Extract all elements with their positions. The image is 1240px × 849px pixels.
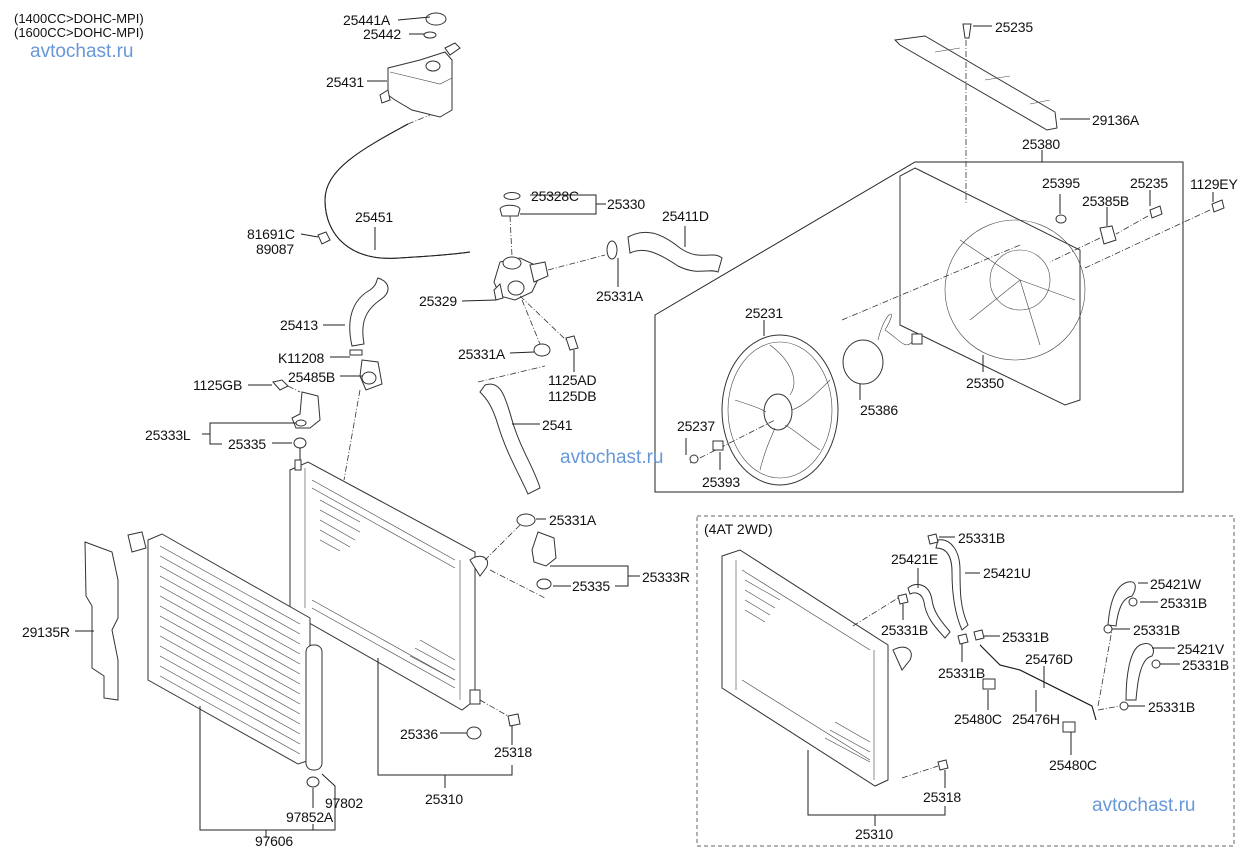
leader-lines bbox=[75, 16, 1214, 838]
label-1125DB[interactable]: 1125DB bbox=[548, 388, 597, 404]
label-25411D[interactable]: 25411D bbox=[662, 208, 709, 224]
insulator-plate-drawing bbox=[893, 35, 1058, 131]
label-25385B[interactable]: 25385B bbox=[1082, 193, 1130, 209]
label-25331A-lower[interactable]: 25331A bbox=[549, 512, 597, 528]
label-1125AD[interactable]: 1125AD bbox=[548, 372, 597, 388]
label-25441A[interactable]: 25441A bbox=[343, 12, 391, 28]
label-89087[interactable]: 89087 bbox=[256, 241, 294, 257]
engine-note-1600cc: (1600CC>DOHC-MPI) bbox=[14, 25, 144, 40]
label-25329[interactable]: 25329 bbox=[419, 293, 457, 309]
upper-hose-drawing bbox=[627, 231, 723, 273]
reservoir-tank-drawing bbox=[379, 12, 461, 118]
inset-hose-25421W bbox=[1107, 581, 1136, 627]
inset-label-25331B-2[interactable]: 25331B bbox=[881, 622, 929, 638]
label-25336[interactable]: 25336 bbox=[400, 726, 438, 742]
label-25380[interactable]: 25380 bbox=[1022, 136, 1060, 152]
inset-label-25480C-2[interactable]: 25480C bbox=[1049, 757, 1097, 773]
fan-motor-drawing bbox=[842, 313, 923, 385]
inset-label-25331B-3[interactable]: 25331B bbox=[1002, 629, 1050, 645]
condenser-drawing bbox=[127, 531, 323, 788]
fan-shroud-drawing bbox=[899, 167, 1086, 406]
label-25237[interactable]: 25237 bbox=[677, 418, 715, 434]
inset-hose-25421U bbox=[935, 539, 969, 631]
inset-label-25476H[interactable]: 25476H bbox=[1012, 711, 1060, 727]
inset-label-25331B-6[interactable]: 25331B bbox=[1133, 622, 1181, 638]
watermark-middle: avtochast.ru bbox=[560, 447, 664, 468]
label-25393[interactable]: 25393 bbox=[702, 474, 740, 490]
label-25330[interactable]: 25330 bbox=[607, 196, 645, 212]
label-25331A-middle[interactable]: 25331A bbox=[458, 346, 506, 362]
watermark-bottom: avtochast.ru bbox=[1092, 795, 1196, 816]
inset-label-25331B-8[interactable]: 25331B bbox=[1148, 699, 1196, 715]
label-25328C[interactable]: 25328C bbox=[531, 188, 579, 204]
label-25310-main[interactable]: 25310 bbox=[425, 791, 463, 807]
label-25451[interactable]: 25451 bbox=[355, 209, 393, 225]
main-radiator-drawing bbox=[289, 459, 488, 711]
inset-label-25421W[interactable]: 25421W bbox=[1150, 576, 1201, 592]
inset-radiator-drawing bbox=[721, 549, 912, 787]
label-25395[interactable]: 25395 bbox=[1042, 175, 1080, 191]
hose-25413-drawing bbox=[349, 277, 389, 347]
label-25333L[interactable]: 25333L bbox=[145, 427, 191, 443]
inset-title: (4AT 2WD) bbox=[704, 521, 773, 537]
inset-label-25421U[interactable]: 25421U bbox=[983, 565, 1031, 581]
inset-hose-25421V bbox=[1125, 643, 1154, 701]
lower-hose-drawing bbox=[479, 383, 541, 495]
label-97802[interactable]: 97802 bbox=[325, 795, 363, 811]
label-25386[interactable]: 25386 bbox=[860, 402, 898, 418]
label-25235-side[interactable]: 25235 bbox=[1130, 175, 1168, 191]
inset-label-25331B-5[interactable]: 25331B bbox=[1160, 595, 1208, 611]
label-25442[interactable]: 25442 bbox=[363, 26, 401, 42]
label-25335-left[interactable]: 25335 bbox=[228, 436, 266, 452]
inset-label-25476D[interactable]: 25476D bbox=[1025, 651, 1073, 667]
engine-note-1400cc: (1400CC>DOHC-MPI) bbox=[14, 11, 144, 26]
label-25235-top[interactable]: 25235 bbox=[995, 19, 1033, 35]
cooling-fan-drawing bbox=[721, 334, 839, 486]
inset-label-25310[interactable]: 25310 bbox=[855, 826, 893, 842]
label-29135R[interactable]: 29135R bbox=[22, 624, 70, 640]
inset-label-25331B-4[interactable]: 25331B bbox=[938, 665, 986, 681]
label-1129EY[interactable]: 1129EY bbox=[1190, 176, 1238, 192]
label-25318-main[interactable]: 25318 bbox=[494, 744, 532, 760]
inset-label-25331B-1[interactable]: 25331B bbox=[958, 530, 1006, 546]
label-29136A[interactable]: 29136A bbox=[1092, 112, 1140, 128]
label-25331A-upper[interactable]: 25331A bbox=[596, 288, 644, 304]
inset-leader-lines bbox=[807, 536, 1180, 826]
watermark-top: avtochast.ru bbox=[30, 41, 134, 62]
label-2541-obscured[interactable]: 2541 bbox=[542, 417, 573, 433]
label-25413[interactable]: 25413 bbox=[280, 317, 318, 333]
inset-label-25331B-7[interactable]: 25331B bbox=[1182, 657, 1230, 673]
label-25350[interactable]: 25350 bbox=[966, 375, 1004, 391]
inset-hose-25421E bbox=[907, 584, 951, 639]
inset-label-25421V[interactable]: 25421V bbox=[1177, 641, 1225, 657]
label-K11208[interactable]: K11208 bbox=[278, 350, 325, 366]
label-25231[interactable]: 25231 bbox=[745, 305, 783, 321]
label-97852A[interactable]: 97852A bbox=[286, 809, 334, 825]
inset-label-25480C-1[interactable]: 25480C bbox=[954, 711, 1002, 727]
label-81691C[interactable]: 81691C bbox=[247, 226, 295, 242]
label-25485B[interactable]: 25485B bbox=[288, 369, 336, 385]
inset-label-25421E[interactable]: 25421E bbox=[891, 551, 939, 567]
water-outlet-drawing bbox=[493, 256, 549, 301]
fan-assembly-box bbox=[654, 161, 1184, 493]
inset-label-25318[interactable]: 25318 bbox=[923, 789, 961, 805]
inset-box-4at-2wd bbox=[696, 515, 1235, 847]
label-25335-right[interactable]: 25335 bbox=[572, 578, 610, 594]
label-97606[interactable]: 97606 bbox=[255, 833, 293, 849]
label-25431[interactable]: 25431 bbox=[326, 74, 364, 90]
overflow-hose-drawing bbox=[324, 123, 471, 259]
label-1125GB[interactable]: 1125GB bbox=[193, 377, 243, 393]
air-guard-drawing bbox=[84, 541, 119, 701]
label-25333R[interactable]: 25333R bbox=[642, 569, 690, 585]
